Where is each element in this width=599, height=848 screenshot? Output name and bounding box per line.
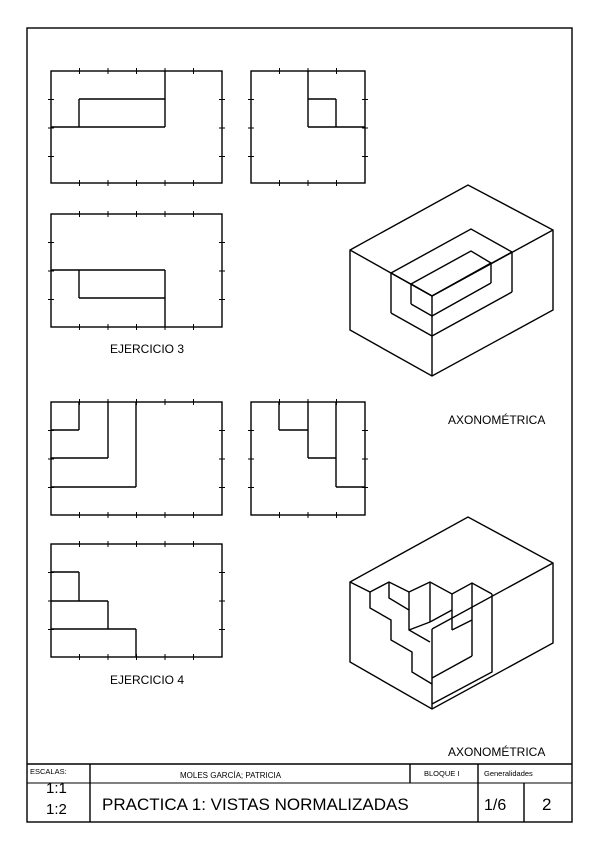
scale-2: 1:2	[46, 801, 67, 818]
exercise-4-axonometric-label: AXONOMÉTRICA	[448, 744, 545, 759]
scales-label: ESCALAS:	[30, 767, 67, 776]
scale-1: 1:1	[46, 780, 67, 797]
exercise-4-front-view	[50, 401, 223, 516]
exercise-3-top-view	[50, 213, 223, 328]
exercise-3-label: EJERCICIO 3	[110, 342, 184, 356]
title-block-grid	[27, 763, 572, 822]
author-name: MOLES GARCÍA; PATRICIA	[180, 771, 282, 780]
exercise-4-label: EJERCICIO 4	[110, 673, 184, 687]
sheet-border	[26, 27, 573, 823]
exercise-4-axonometric	[349, 516, 554, 710]
exercise-3-axonometric-label: AXONOMÉTRICA	[448, 412, 545, 427]
block-name: BLOQUE I	[424, 769, 459, 778]
view-tick-marks	[48, 68, 368, 660]
drawing-title: PRACTICA 1: VISTAS NORMALIZADAS	[102, 795, 409, 814]
category-name: Generalidades	[484, 769, 533, 778]
exercise-3-axonometric	[349, 184, 554, 377]
exercise-4-top-view	[50, 543, 223, 658]
exercise-3-front-view	[50, 70, 223, 184]
sheet-number: 2	[542, 795, 551, 814]
exercise-4-side-view	[250, 401, 366, 516]
sheet-index: 1/6	[484, 797, 506, 814]
exercise-3-side-view	[250, 70, 366, 184]
